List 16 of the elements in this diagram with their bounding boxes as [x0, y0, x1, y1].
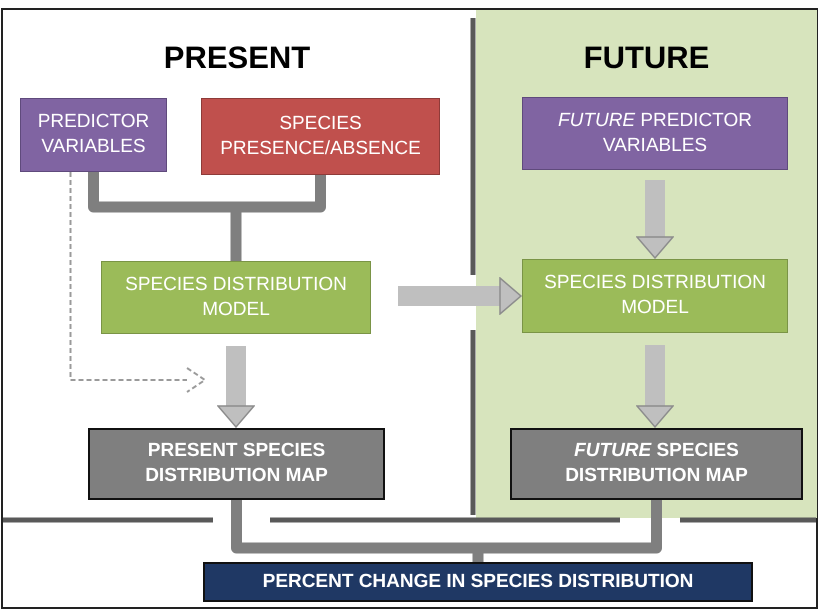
panel-heading: PRESENT	[164, 39, 310, 77]
process-box: SPECIES DISTRIBUTION MODEL	[522, 259, 788, 333]
result-box: PERCENT CHANGE IN SPECIES DISTRIBUTION	[203, 562, 753, 602]
process-box: FUTURE SPECIES DISTRIBUTION MAP	[510, 428, 803, 500]
process-box: SPECIES DISTRIBUTION MODEL	[101, 261, 371, 334]
process-box: SPECIES PRESENCE/ABSENCE	[201, 98, 440, 175]
section-panel	[476, 10, 817, 518]
process-box: PRESENT SPECIES DISTRIBUTION MAP	[88, 428, 385, 500]
block-arrow	[398, 277, 522, 315]
block-arrow	[636, 180, 674, 259]
panel-heading: FUTURE	[584, 39, 710, 77]
process-box: PREDICTOR VARIABLES	[20, 98, 167, 172]
block-arrow	[217, 346, 255, 428]
block-arrow	[636, 345, 674, 428]
process-box: FUTURE PREDICTOR VARIABLES	[522, 97, 788, 170]
dashed-arrow	[70, 172, 206, 393]
